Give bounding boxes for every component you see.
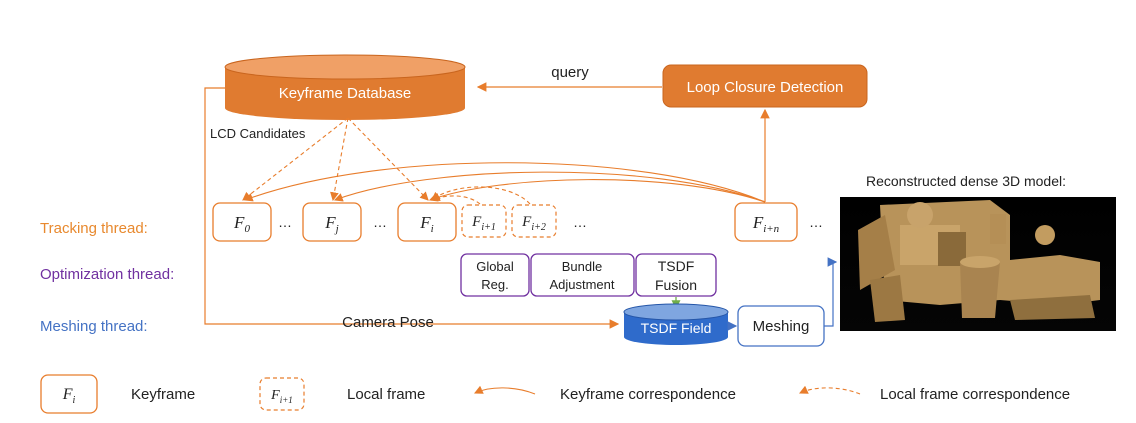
- camera-pose-label: Camera Pose: [342, 314, 434, 331]
- frame-fj: Fj: [302, 202, 362, 242]
- meshing-label: Meshing: [753, 318, 810, 335]
- meshing-to-model-arrow: [824, 257, 838, 327]
- legend-local-frame-symbol: Fi+1: [259, 377, 305, 411]
- legend-keyframe-correspondence-line: [474, 385, 536, 395]
- svg-text:F0: F0: [233, 213, 250, 235]
- tracking-thread-label: Tracking thread:: [40, 220, 148, 237]
- meshing-thread-label: Meshing thread:: [40, 318, 148, 335]
- loop-closure-label: Loop Closure Detection: [687, 79, 844, 96]
- svg-text:Fi: Fi: [62, 386, 76, 406]
- model-title: Reconstructed dense 3D model:: [866, 173, 1066, 189]
- keyframe-correspondence-arcs: [243, 162, 766, 203]
- frame-fi-plus-n: Fi+n: [734, 202, 798, 242]
- svg-text:Fi+2: Fi+2: [521, 214, 546, 233]
- loop-closure-node: Loop Closure Detection: [662, 64, 868, 108]
- frame-fi-plus-1: Fi+1: [461, 204, 507, 238]
- keyframe-database-label: Keyframe Database: [279, 85, 412, 102]
- svg-text:Adjustment: Adjustment: [549, 277, 614, 292]
- ellipsis-2: …: [373, 214, 387, 230]
- frame-fi: Fi: [397, 202, 457, 242]
- svg-text:Bundle: Bundle: [562, 259, 602, 274]
- lcd-candidates-label: LCD Candidates: [210, 126, 306, 141]
- bundle-adjustment-box: Bundle Adjustment: [530, 253, 635, 297]
- local-correspondence-arcs: [430, 186, 531, 205]
- legend-local-correspondence-line: [799, 385, 861, 395]
- camera-pose-line: [204, 87, 620, 329]
- svg-text:Fi+n: Fi+n: [752, 213, 780, 235]
- legend-keyframe-correspondence-label: Keyframe correspondence: [560, 386, 736, 403]
- meshing-node: Meshing: [737, 305, 825, 347]
- legend-local-correspondence-label: Local frame correspondence: [880, 386, 1070, 403]
- legend-keyframe-symbol: Fi: [40, 374, 98, 414]
- ellipsis-1: …: [278, 214, 292, 230]
- ellipsis-4: …: [809, 214, 823, 230]
- legend-local-frame-label: Local frame: [347, 386, 425, 403]
- svg-text:Fj: Fj: [324, 213, 338, 235]
- svg-text:Fusion: Fusion: [655, 277, 697, 293]
- svg-text:Fi+1: Fi+1: [270, 388, 293, 405]
- frame-fi-plus-2: Fi+2: [511, 204, 557, 238]
- query-label: query: [551, 64, 589, 81]
- svg-text:Reg.: Reg.: [481, 277, 508, 292]
- legend-keyframe-label: Keyframe: [131, 386, 195, 403]
- frame-f0: F0: [212, 202, 272, 242]
- lcd-candidate-links: [242, 117, 429, 202]
- optimization-thread-label: Optimization thread:: [40, 266, 174, 283]
- tsdf-fusion-box: TSDF Fusion: [635, 253, 717, 297]
- global-reg-box: Global Reg.: [460, 253, 530, 297]
- svg-text:Global: Global: [476, 259, 514, 274]
- tsdf-field-node: TSDF Field: [623, 303, 729, 345]
- tsdf-field-label: TSDF Field: [641, 320, 712, 336]
- ellipsis-3: …: [573, 214, 587, 230]
- svg-text:Fi: Fi: [419, 213, 433, 235]
- svg-text:TSDF: TSDF: [658, 258, 695, 274]
- svg-text:Fi+1: Fi+1: [471, 214, 496, 233]
- reconstructed-model-image: [840, 197, 1116, 331]
- legend: Fi Keyframe Fi+1 Local frame Keyframe co…: [40, 374, 1070, 414]
- keyframe-database-node: Keyframe Database: [224, 54, 466, 120]
